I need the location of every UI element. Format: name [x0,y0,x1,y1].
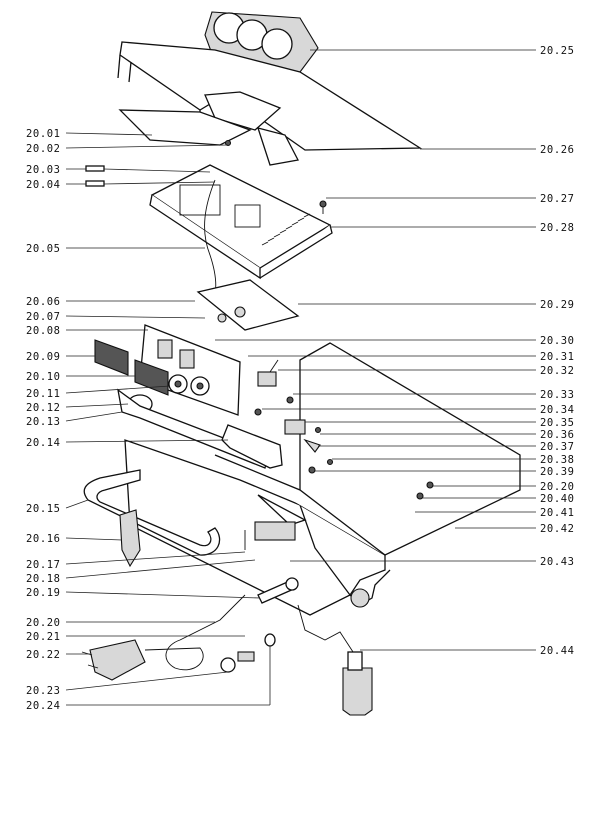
callout-20-22: 20.22 [26,649,61,661]
callout-20-16: 20.16 [26,533,61,545]
callout-20-31: 20.31 [540,351,575,363]
switch-panel [139,324,241,416]
callout-20-09: 20.09 [26,351,61,363]
callout-20-39: 20.39 [540,466,575,478]
callout-20-36: 20.36 [540,429,575,441]
terminal-block [257,359,279,387]
callout-20-23: 20.23 [26,685,61,697]
callout-20-06: 20.06 [26,296,61,308]
callout-20-15: 20.15 [26,503,61,515]
main-circuit-board [149,164,333,280]
leader-lines-left [65,132,271,706]
screw-top [319,200,327,214]
callout-20-20-right: 20.20 [540,481,575,493]
callout-20-33: 20.33 [540,389,575,401]
callout-20-19: 20.19 [26,587,61,599]
callout-20-26: 20.26 [540,144,575,156]
device-connector [297,604,373,716]
callout-20-13: 20.13 [26,416,61,428]
connecting-cable [204,179,217,299]
lower-housing [124,439,386,616]
handle-clip [119,509,141,568]
control-board [196,279,300,331]
callout-20-42: 20.42 [540,523,575,535]
grommet [257,577,299,604]
strain-relief [220,633,276,673]
callout-20-02: 20.02 [26,143,61,155]
leader-lines-right [215,49,536,651]
callout-20-37: 20.37 [540,441,575,453]
callout-20-24: 20.24 [26,700,61,712]
callout-20-30: 20.30 [540,335,575,347]
power-cord [81,594,246,681]
callout-20-20-left: 20.20 [26,617,61,629]
callout-20-21: 20.21 [26,631,61,643]
callout-20-38: 20.38 [540,454,575,466]
callout-20-10: 20.10 [26,371,61,383]
screw-small [224,139,232,147]
callout-20-25: 20.25 [540,45,575,57]
callout-20-12: 20.12 [26,402,61,414]
callout-20-04: 20.04 [26,179,61,191]
callout-20-11: 20.11 [26,388,61,400]
callout-20-18: 20.18 [26,573,61,585]
callout-20-03: 20.03 [26,164,61,176]
main-housing [299,342,521,608]
callout-20-08: 20.08 [26,325,61,337]
callout-20-17: 20.17 [26,559,61,571]
callout-20-35: 20.35 [540,417,575,429]
callout-20-34: 20.34 [540,404,575,416]
callout-20-28: 20.28 [540,222,575,234]
callouts-right: 20.25 20.26 20.27 20.28 20.29 20.30 20.3… [540,45,575,657]
callouts-left: 20.01 20.02 20.03 20.04 20.05 20.06 20.0… [26,128,61,712]
callout-20-01: 20.01 [26,128,61,140]
callout-20-44: 20.44 [540,645,575,657]
fuses [85,165,105,187]
callout-20-07: 20.07 [26,311,61,323]
callout-20-40: 20.40 [540,493,575,505]
callout-20-32: 20.32 [540,365,575,377]
callout-20-41: 20.41 [540,507,575,519]
callout-20-14: 20.14 [26,437,61,449]
rocker-switches [94,339,169,396]
callout-20-05: 20.05 [26,243,61,255]
small-hardware [254,396,434,500]
callout-20-27: 20.27 [540,193,575,205]
carry-handle [83,469,221,556]
callout-20-29: 20.29 [540,299,575,311]
callout-20-43: 20.43 [540,556,575,568]
